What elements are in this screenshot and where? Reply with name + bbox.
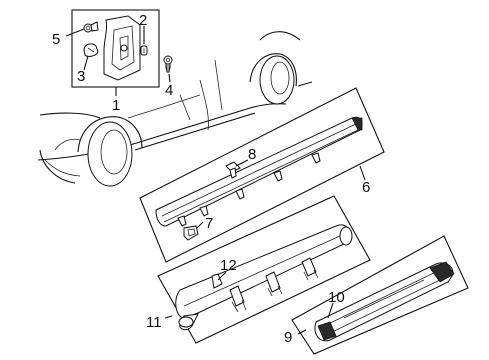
callout-4: 4	[165, 82, 173, 99]
callout-6: 6	[362, 179, 370, 196]
group-box-9	[291, 235, 469, 355]
callout-9: 9	[284, 329, 292, 346]
callout-labels: 1 2 3 4 5 6 7 8 9 10 11 12	[52, 12, 370, 346]
callout-11: 11	[146, 314, 162, 331]
callout-7: 7	[205, 215, 213, 232]
callout-1: 1	[112, 97, 120, 114]
group-box-1	[71, 9, 160, 88]
leader-lines	[65, 26, 366, 335]
group-box-11	[157, 195, 371, 344]
callout-2: 2	[139, 12, 147, 29]
vehicle-body-outline	[37, 31, 313, 187]
callout-3: 3	[77, 68, 85, 85]
callout-8: 8	[248, 146, 256, 163]
callout-5: 5	[52, 31, 60, 48]
screw-part-4	[163, 55, 173, 73]
callout-10: 10	[328, 289, 345, 306]
group-box-6	[139, 87, 385, 263]
callout-12: 12	[220, 257, 237, 274]
